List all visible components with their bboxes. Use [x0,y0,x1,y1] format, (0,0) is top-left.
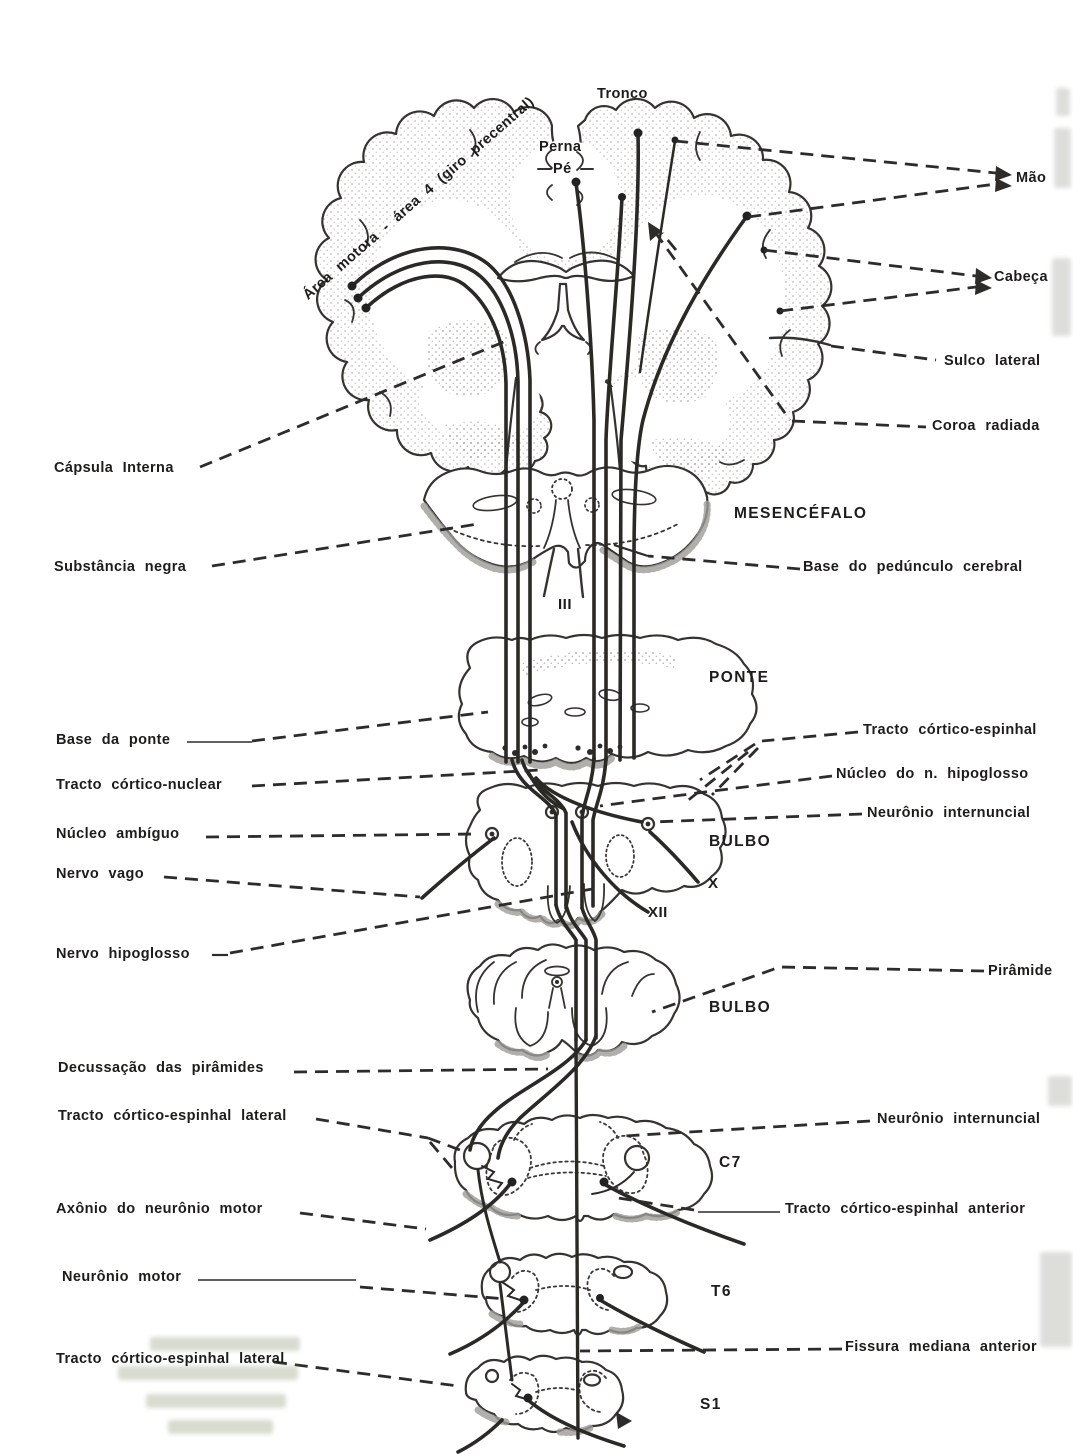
page-bleed-through [146,1394,286,1408]
label-base-pedunculo: Base do pedúnculo cerebral [803,559,1023,575]
label-nucleo-ambiguo: Núcleo ambíguo [56,826,180,842]
label-base-da-ponte: Base da ponte [56,732,171,748]
leader-arrowheads [648,166,1012,295]
label-nervo-hipoglosso: Nervo hipoglosso [56,946,190,962]
pontine-fiber-terminals [502,743,623,756]
label-axonio-motor: Axônio do neurônio motor [56,1201,263,1217]
corticospinal-fibers [350,132,749,1454]
page-bleed-through [118,1366,298,1380]
page-bleed-through [1048,1076,1072,1106]
label-mao: Mão [1016,170,1047,186]
upper-medulla-section [464,781,727,929]
label-ponte: PONTE [709,669,770,686]
label-cabeca: Cabeça [994,269,1048,285]
label-tracto-lateral-s1: Tracto córtico-espinhal lateral [56,1351,285,1367]
nucleus-ambiguus [484,816,656,842]
label-tracto-lateral-c7: Tracto córtico-espinhal lateral [58,1108,287,1124]
page-bleed-through [168,1420,273,1434]
label-substancia-negra: Substância negra [54,559,187,575]
s1-section [464,1354,632,1436]
vagus-nerve-left [420,836,496,900]
label-c7: C7 [719,1154,742,1171]
vagus-nerve-x [648,830,700,884]
label-perna: Perna [539,139,582,155]
label-mesencefalo: MESENCÉFALO [734,505,868,522]
label-piramide: Pirâmide [988,963,1053,979]
label-fissura-mediana: Fissura mediana anterior [845,1339,1038,1355]
label-tracto-cortico-espinhal: Tracto córtico-espinhal [863,722,1037,738]
lower-medulla-section [466,943,681,1062]
label-t6: T6 [711,1283,732,1300]
label-decussacao: Decussação das pirâmides [58,1060,264,1076]
label-neuronio-internuncial-c7: Neurônio internuncial [877,1111,1041,1127]
brain-coronal-section [314,97,833,497]
nerve-root-arrow [616,1412,632,1429]
label-capsula-interna: Cápsula Interna [54,460,174,476]
label-pe: Pé [553,161,572,177]
page-bleed-through [1056,88,1070,116]
label-neuronio-internuncial-bulbo: Neurônio internuncial [867,805,1031,821]
page-bleed-through [1054,128,1071,188]
label-nervo-vago: Nervo vago [56,866,144,882]
c7-section [453,1113,714,1223]
label-s1: S1 [700,1396,722,1413]
label-tracto-cortico-nuclear: Tracto córtico-nuclear [56,777,223,793]
page-bleed-through [1052,258,1071,336]
label-tracto-anterior: Tracto córtico-espinhal anterior [785,1201,1026,1217]
label-tronco: Tronco [597,86,648,102]
label-nucleo-hipoglosso: Núcleo do n. hipoglosso [836,766,1029,782]
page-bleed-through [150,1337,300,1351]
mesencephalon-section [420,464,711,599]
label-sulco-lateral: Sulco lateral [944,353,1041,369]
corona-radiata-arrow [648,222,662,241]
label-nerve-xii: XII [648,904,668,921]
label-coroa-radiada: Coroa radiada [932,418,1040,434]
hypoglossal-nerve-xii [570,820,650,914]
leader-lines [163,139,997,1388]
neuron-cell-bodies [347,128,784,1403]
leader-solid-lines [187,543,780,1281]
label-nerve-iii: III [558,596,573,613]
page-bleed-through [1040,1252,1072,1347]
label-bulbo-inferior: BULBO [709,999,772,1016]
label-neuronio-motor: Neurônio motor [62,1269,182,1285]
label-nerve-x: X [708,875,719,892]
label-bulbo-superior: BULBO [709,833,772,850]
